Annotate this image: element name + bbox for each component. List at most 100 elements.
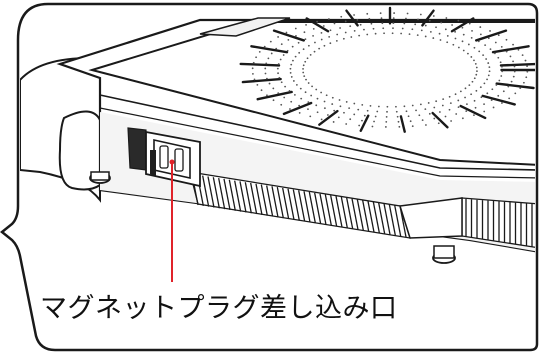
zone-dot	[350, 36, 353, 38]
zone-dash	[239, 62, 281, 67]
zone-dot	[526, 65, 528, 68]
zone-dot	[272, 99, 275, 102]
zone-dot	[438, 111, 441, 113]
zone-dot	[374, 32, 377, 35]
zone-dash	[495, 82, 535, 90]
zone-dot	[371, 125, 374, 128]
zone-dot	[277, 36, 279, 38]
vent-slat	[292, 189, 300, 221]
zone-dot	[386, 110, 388, 113]
zone-dot	[467, 43, 470, 46]
zone-dot	[398, 125, 401, 128]
zone-dot	[302, 64, 305, 67]
zone-dash	[481, 94, 516, 106]
zone-dot	[517, 48, 520, 51]
zone-dot	[457, 99, 460, 102]
zone-dot	[437, 122, 440, 125]
zone-dash	[359, 114, 370, 133]
zone-dot	[441, 104, 444, 107]
zone-dot	[335, 39, 338, 42]
zone-dot	[455, 113, 458, 115]
zone-dot	[416, 34, 419, 37]
zone-dot	[348, 107, 351, 110]
zone-dot	[471, 29, 473, 32]
zone-dot	[268, 82, 271, 85]
zone-dot	[255, 56, 258, 59]
zone-dot	[307, 101, 310, 104]
zone-dot	[396, 115, 399, 118]
zone-dot	[256, 83, 259, 86]
zone-dot	[337, 116, 340, 119]
zone-dot	[368, 17, 371, 20]
zone-dot	[280, 81, 283, 84]
zone-dot	[309, 54, 312, 56]
zone-dot	[444, 115, 447, 118]
zone-dot	[424, 35, 427, 38]
vent-slat	[228, 179, 236, 211]
zone-dot	[450, 120, 453, 122]
vent-slat	[260, 184, 268, 216]
zone-dot	[474, 63, 477, 65]
zone-dot	[464, 87, 467, 90]
zone-dot	[314, 41, 316, 44]
zone-dot	[513, 70, 516, 73]
zone-dot	[445, 17, 448, 19]
zone-dot	[439, 39, 442, 41]
zone-dot	[266, 77, 268, 80]
zone-dot	[305, 78, 307, 81]
zone-dot	[280, 103, 283, 106]
zone-dot	[380, 17, 383, 20]
zone-dot	[270, 52, 273, 55]
device-foot-right	[432, 245, 456, 264]
control-panel	[199, 17, 291, 37]
vent-slat	[372, 201, 380, 234]
zone-dot	[316, 20, 319, 23]
zone-dot	[359, 23, 362, 26]
zone-dot	[473, 59, 475, 62]
zone-dot	[361, 103, 364, 106]
zone-dot	[401, 27, 404, 30]
zone-dot	[320, 31, 323, 34]
zone-dot	[316, 111, 319, 114]
zone-dot	[483, 82, 486, 85]
zone-dot	[277, 92, 280, 94]
zone-dot	[377, 105, 380, 108]
zone-dot	[522, 81, 525, 84]
zone-dot	[526, 70, 529, 73]
zone-dot	[473, 46, 476, 49]
zone-dot	[508, 97, 511, 100]
zone-dot	[289, 67, 292, 70]
zone-dash	[459, 104, 487, 120]
zone-dot	[427, 102, 430, 104]
zone-dot	[366, 33, 369, 36]
zone-dot	[509, 55, 512, 58]
zone-dot	[300, 97, 303, 100]
zone-dot	[366, 109, 369, 112]
zone-dot	[312, 27, 315, 30]
zone-dot	[473, 99, 476, 102]
zone-dot	[356, 18, 359, 21]
zone-dot	[454, 93, 457, 96]
zone-dot	[289, 108, 291, 110]
zone-dot	[525, 76, 528, 79]
zone-dot	[315, 104, 318, 107]
zone-dot	[438, 32, 441, 35]
zone-dot	[333, 109, 336, 112]
zone-dot	[258, 50, 261, 53]
zone-dot	[305, 24, 307, 26]
zone-dot	[482, 54, 485, 57]
zone-dot	[292, 59, 294, 62]
zone-dash	[250, 45, 289, 54]
zone-dot	[385, 115, 388, 118]
zone-dot	[343, 111, 345, 114]
zone-dot	[289, 71, 292, 74]
zone-dot	[306, 57, 309, 60]
zone-dot	[489, 48, 492, 51]
zone-dash	[318, 109, 339, 126]
zone-dot	[479, 26, 482, 28]
vent-slat	[346, 197, 354, 229]
vent-slat	[202, 175, 210, 207]
zone-dot	[266, 94, 268, 97]
zone-dot	[406, 12, 409, 15]
zone-dot	[329, 29, 332, 32]
